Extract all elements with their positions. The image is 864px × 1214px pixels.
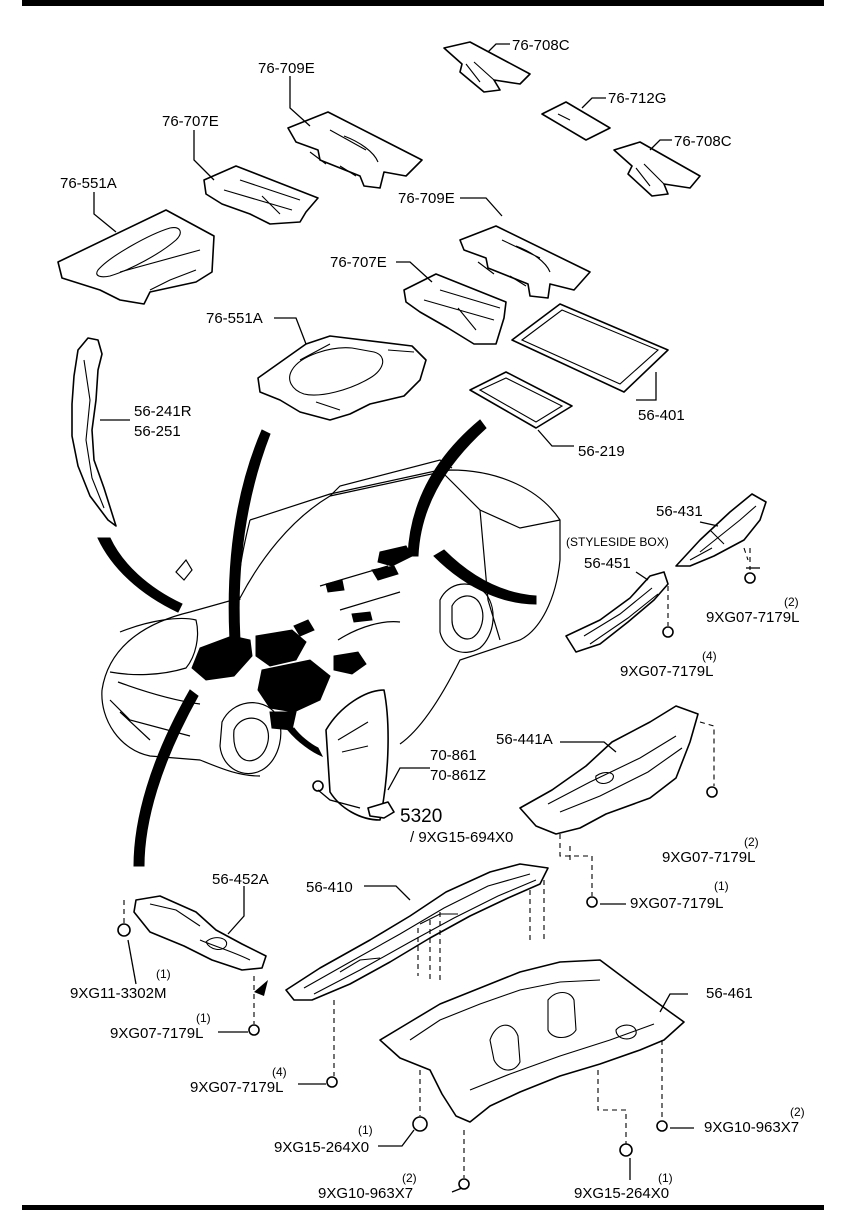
- arrow-rear: [254, 980, 268, 996]
- insulator-56-241R[interactable]: [71, 337, 117, 527]
- label-styleside-box: (STYLESIDE BOX): [566, 535, 669, 549]
- pad-76-709E-mid[interactable]: [459, 225, 591, 299]
- label-bolt-a: 9XG07-7179L: [706, 609, 799, 626]
- pad-76-708C-top[interactable]: [443, 41, 531, 93]
- pad-76-712G[interactable]: [541, 101, 611, 141]
- label-qty-1a: (1): [714, 879, 729, 893]
- pad-76-707E-mid[interactable]: [403, 273, 507, 345]
- label-70-861: 70-861: [430, 747, 477, 764]
- mat-56-219[interactable]: [469, 371, 573, 429]
- insulator-76-551A-left[interactable]: [57, 209, 215, 305]
- pad-76-707E-top[interactable]: [203, 165, 319, 225]
- insulator-56-441A[interactable]: [519, 705, 699, 835]
- label-70-861Z: 70-861Z: [430, 767, 486, 784]
- label-76-708C-right: 76-708C: [674, 133, 732, 150]
- label-qty-1c: (1): [196, 1011, 211, 1025]
- mudflap-70-861[interactable]: [325, 689, 389, 821]
- label-bolt-963b: 9XG10-963X7: [318, 1185, 413, 1202]
- label-56-431: 56-431: [656, 503, 703, 520]
- label-qty-4a: (4): [702, 649, 717, 663]
- label-76-709E-mid: 76-709E: [398, 190, 455, 207]
- insulator-76-551A-mid[interactable]: [257, 335, 427, 421]
- label-qty-4b: (4): [272, 1065, 287, 1079]
- label-nut-3302: 9XG11-3302M: [70, 985, 166, 1002]
- screw-5320[interactable]: [312, 780, 395, 819]
- label-qty-2b: (2): [744, 835, 759, 849]
- installed-floor-insulation: [191, 545, 413, 731]
- insulator-56-452A[interactable]: [133, 895, 267, 971]
- label-bolt-e: 9XG07-7179L: [110, 1025, 203, 1042]
- label-qty-2a: (2): [784, 595, 799, 609]
- label-bolt-d: 9XG07-7179L: [630, 895, 723, 912]
- label-qty-1e: (1): [658, 1171, 673, 1185]
- pad-76-708C-right[interactable]: [613, 141, 701, 197]
- bottom-rule: [22, 1205, 824, 1210]
- leader-lines: [93, 43, 760, 1193]
- label-qty-2d: (2): [402, 1171, 417, 1185]
- label-clip-264a: 9XG15-264X0: [274, 1139, 369, 1156]
- label-qty-2c: (2): [790, 1105, 805, 1119]
- label-clip-694: / 9XG15-694X0: [410, 829, 513, 846]
- label-76-712G: 76-712G: [608, 90, 666, 107]
- label-clip-264b: 9XG15-264X0: [574, 1185, 669, 1202]
- label-56-241R: 56-241R: [134, 403, 192, 420]
- label-qty-1b: (1): [156, 967, 171, 981]
- vehicle-outline: [101, 459, 561, 777]
- top-rule: [22, 0, 824, 6]
- label-bolt-f: 9XG07-7179L: [190, 1079, 283, 1096]
- insulator-56-451[interactable]: [565, 571, 669, 653]
- insulator-56-461[interactable]: [379, 959, 685, 1123]
- label-76-709E-top: 76-709E: [258, 60, 315, 77]
- label-5320: 5320: [400, 806, 442, 827]
- label-56-441A: 56-441A: [496, 731, 553, 748]
- label-56-219: 56-219: [578, 443, 625, 460]
- label-qty-1d: (1): [358, 1123, 373, 1137]
- mat-56-401[interactable]: [511, 303, 669, 393]
- label-56-461: 56-461: [706, 985, 753, 1002]
- label-76-551A-left: 76-551A: [60, 175, 117, 192]
- label-bolt-c: 9XG07-7179L: [662, 849, 755, 866]
- label-76-708C-top: 76-708C: [512, 37, 570, 54]
- insulator-56-431[interactable]: [675, 493, 767, 567]
- label-56-251: 56-251: [134, 423, 181, 440]
- label-56-401: 56-401: [638, 407, 685, 424]
- label-76-707E-top: 76-707E: [162, 113, 219, 130]
- label-56-452A: 56-452A: [212, 871, 269, 888]
- label-bolt-b: 9XG07-7179L: [620, 663, 713, 680]
- label-76-551A-mid: 76-551A: [206, 310, 263, 327]
- labels: 76-708C 76-709E 76-712G 76-707E 76-708C …: [60, 37, 805, 1202]
- label-56-410: 56-410: [306, 879, 353, 896]
- pad-76-709E-top[interactable]: [287, 111, 423, 189]
- label-56-451: 56-451: [584, 555, 631, 572]
- assembly-lines: [123, 547, 751, 1178]
- label-bolt-963a: 9XG10-963X7: [704, 1119, 799, 1136]
- label-76-707E-mid: 76-707E: [330, 254, 387, 271]
